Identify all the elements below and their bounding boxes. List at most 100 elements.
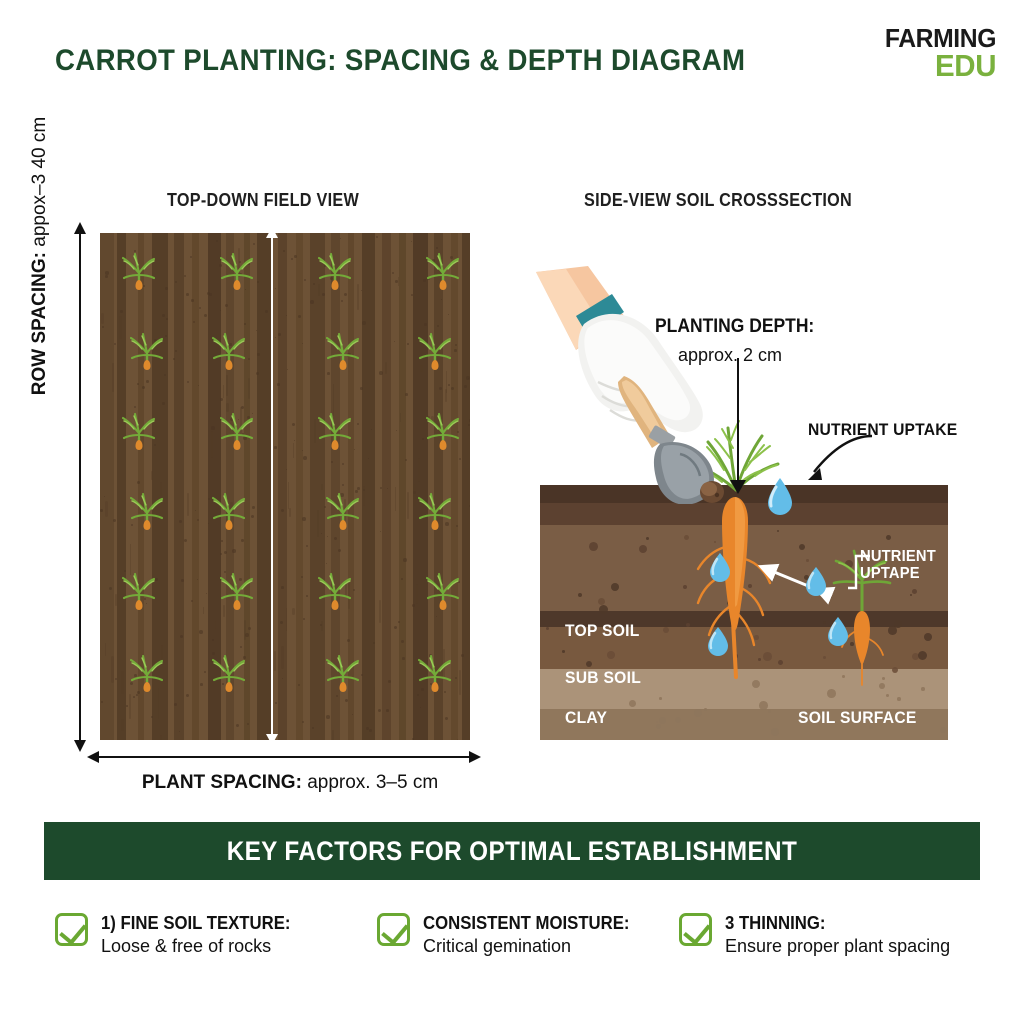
soil-speck <box>191 299 194 302</box>
soil-grain <box>230 502 233 512</box>
carrot-seedling <box>220 572 254 610</box>
soil-speck <box>208 498 210 500</box>
soil-grain <box>321 621 323 631</box>
soil-grain <box>357 284 360 310</box>
soil-layer-crust <box>540 485 948 503</box>
soil-speck <box>220 310 222 312</box>
soil-speck <box>143 285 145 287</box>
nutrient-uptake-title-2: NUTRIENT UPTAPE <box>860 548 936 583</box>
soil-speck <box>287 369 289 371</box>
soil-pebble <box>598 598 606 606</box>
soil-pebble <box>823 621 827 625</box>
soil-speck <box>104 496 106 498</box>
soil-grain <box>203 607 205 614</box>
soil-speck <box>424 323 428 327</box>
nutrient-uptake-title: NUTRIENT UPTAKE <box>808 420 958 439</box>
soil-speck <box>243 656 246 659</box>
soil-speck <box>199 307 202 310</box>
soil-speck <box>459 458 462 461</box>
soil-speck <box>327 536 329 538</box>
soil-speck <box>422 438 424 440</box>
soil-speck <box>186 694 190 698</box>
soil-speck <box>220 398 224 402</box>
soil-grain <box>223 385 225 398</box>
soil-speck <box>291 258 293 260</box>
soil-grain <box>161 645 163 662</box>
soil-speck <box>292 423 296 427</box>
soil-pebble <box>659 717 666 724</box>
gloved-hand-with-trowel-icon <box>536 266 714 504</box>
soil-speck <box>275 288 277 290</box>
soil-speck <box>441 299 443 301</box>
soil-speck <box>109 587 113 591</box>
soil-speck <box>407 343 409 345</box>
soil-grain <box>288 482 290 509</box>
soil-speck <box>224 551 228 555</box>
plant-spacing-value: approx. 3–5 cm <box>307 772 439 793</box>
soil-speck <box>436 247 438 249</box>
soil-speck <box>436 616 438 618</box>
carrot-seedling <box>130 492 164 530</box>
soil-grain <box>215 621 217 629</box>
soil-speck <box>386 709 389 712</box>
key-factor-subtitle-1: Loose & free of rocks <box>101 936 272 957</box>
soil-speck <box>244 323 246 325</box>
soil-grain <box>420 365 423 372</box>
planting-depth-title: PLANTING DEPTH: <box>655 316 815 337</box>
brand-logo: FARMING EDU <box>879 25 997 84</box>
carrot-seedling <box>426 252 460 290</box>
carrot-seedling <box>122 412 156 450</box>
soil-speck <box>425 500 427 502</box>
nutrient-uptake-line-2: UPTAPE <box>860 564 920 582</box>
soil-pebble <box>546 627 550 631</box>
soil-speck <box>376 236 379 239</box>
soil-speck <box>445 717 449 721</box>
soil-pebble <box>586 661 593 668</box>
soil-grain <box>345 580 347 597</box>
soil-pebble <box>806 559 809 562</box>
soil-speck <box>286 469 288 471</box>
soil-speck <box>342 463 345 466</box>
soil-grain <box>446 371 447 393</box>
soil-speck <box>298 315 302 319</box>
soil-grain <box>248 378 251 399</box>
soil-speck <box>423 279 426 282</box>
soil-speck <box>240 646 242 648</box>
soil-speck <box>277 383 280 386</box>
soil-pebble <box>912 589 918 595</box>
soil-speck <box>208 523 210 525</box>
soil-pebble <box>759 701 768 710</box>
check-square-icon <box>55 913 88 946</box>
soil-grain <box>101 313 104 324</box>
carrot-seedling <box>130 332 164 370</box>
soil-speck <box>179 731 181 733</box>
soil-speck <box>184 275 186 277</box>
soil-pebble <box>894 620 902 628</box>
key-factor-title-1: 1) FINE SOIL TEXTURE: <box>101 913 291 933</box>
soil-pebble <box>768 710 772 714</box>
soil-speck <box>420 707 422 709</box>
soil-speck <box>369 729 372 732</box>
logo-text-secondary: EDU <box>934 48 996 84</box>
soil-speck <box>306 595 308 597</box>
soil-speck <box>324 506 327 509</box>
soil-grain <box>130 544 132 575</box>
furrow-stripe <box>117 233 126 740</box>
soil-pebble <box>886 535 891 540</box>
soil-grain <box>187 493 190 516</box>
soil-speck <box>165 335 167 337</box>
soil-grain <box>160 735 162 740</box>
soil-grain <box>226 403 229 412</box>
soil-pebble <box>940 727 946 733</box>
soil-grain <box>395 487 397 511</box>
soil-speck <box>179 520 183 524</box>
soil-speck <box>190 256 193 259</box>
soil-pebble <box>694 709 703 718</box>
soil-grain <box>459 670 461 695</box>
soil-speck <box>241 539 244 542</box>
soil-label-clay: CLAY <box>565 708 608 727</box>
soil-speck <box>151 716 154 719</box>
check-square-icon <box>377 913 410 946</box>
soil-grain <box>289 508 291 517</box>
